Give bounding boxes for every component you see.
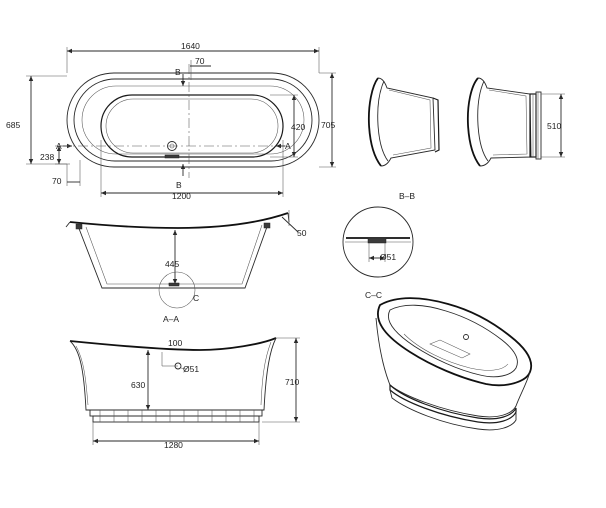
dim-elevation-waste-diameter: Ø51 [183, 364, 199, 374]
dim-rim-top: 70 [195, 56, 205, 66]
detail-cc-waste [367, 237, 387, 244]
plan-rim-shadow-line [81, 85, 305, 155]
plan-basin-outline [100, 94, 284, 158]
elevation-left-shade [75, 345, 89, 406]
dim-line-rim-lip [281, 216, 299, 233]
plan-overflow-slot [164, 154, 180, 159]
dim-waste-from-rim: 100 [168, 338, 182, 348]
plan-rim-inner-line [73, 78, 313, 162]
section-label-a-right: A [285, 141, 291, 151]
section-bb-label: B–B [399, 191, 415, 201]
dim-base-length: 1280 [164, 440, 183, 450]
dim-total-height: 710 [285, 377, 299, 387]
section-aa-label: A–A [163, 314, 179, 324]
detail-marker-c: C [193, 293, 199, 303]
elevation-rim [69, 337, 277, 351]
dim-rim-left: 70 [52, 176, 62, 186]
section-bb-right-body [477, 77, 532, 167]
section-label-b-bottom: B [176, 180, 182, 190]
elevation: 100 Ø51 630 710 1280 [69, 337, 300, 450]
detail-cc: Ø51 C–C [342, 206, 414, 300]
iso-outer-rim [377, 297, 532, 387]
iso-floor-grip [429, 339, 471, 359]
dim-inner-length: 1200 [172, 191, 191, 201]
dim-height-total: 705 [321, 120, 335, 130]
plan-basin-floor [105, 98, 279, 154]
iso-basin-floor [403, 333, 509, 371]
section-bb-left-shell-inner [377, 80, 389, 162]
section-aa-right-lip [263, 222, 271, 229]
section-aa-inner-wall [85, 224, 263, 285]
plan-outer-rim [66, 72, 320, 168]
dim-detail-waste-diameter: Ø51 [380, 252, 396, 262]
section-aa-rim [69, 212, 289, 229]
iso-outer-wall [375, 317, 531, 418]
elevation-plinth-grooves [99, 410, 255, 422]
iso-plinth-band [389, 383, 517, 424]
iso-waste-outlet [463, 334, 469, 340]
section-aa-left-lip [75, 223, 83, 230]
elevation-plinth-bottom [92, 415, 260, 423]
section-bb: 510 B–B [367, 77, 565, 201]
dim-inner-height: 630 [131, 380, 145, 390]
section-bb-right-shell-outer [466, 77, 481, 167]
dim-depth: 445 [165, 259, 179, 269]
plan-view: A A B B 1640 70 685 238 70 [6, 41, 336, 201]
section-bb-right-basin [488, 89, 528, 156]
elevation-right-shade [260, 341, 272, 406]
dim-rim-lip: 50 [297, 228, 307, 238]
dim-waste-offset: 238 [40, 152, 54, 162]
iso-inner-rim [388, 304, 518, 378]
detail-marker-circle [158, 271, 196, 309]
section-bb-left-base [432, 97, 440, 153]
elevation-plinth-top [89, 409, 263, 417]
dim-base-width: 510 [547, 121, 561, 131]
section-bb-right-shell-inner [477, 80, 489, 162]
section-aa-waste [168, 282, 180, 287]
isometric-view [375, 297, 532, 431]
dim-overall-width: 685 [6, 120, 20, 130]
section-label-b-top: B [175, 67, 181, 77]
detail-cc-circle [342, 206, 414, 278]
dim-inner-width: 420 [291, 122, 305, 132]
section-aa-outer-wall [77, 223, 269, 289]
section-aa: 445 50 C A–A [65, 210, 307, 324]
dim-overall-length: 1640 [181, 41, 200, 51]
section-bb-plinth-edge [535, 91, 542, 160]
section-bb-left-body [377, 77, 436, 167]
detail-cc-label: C–C [365, 290, 382, 300]
iso-plinth [389, 389, 517, 431]
elevation-waste-outlet [174, 362, 182, 370]
section-bb-left-basin [388, 89, 432, 156]
section-bb-left-shell-outer [367, 77, 382, 167]
